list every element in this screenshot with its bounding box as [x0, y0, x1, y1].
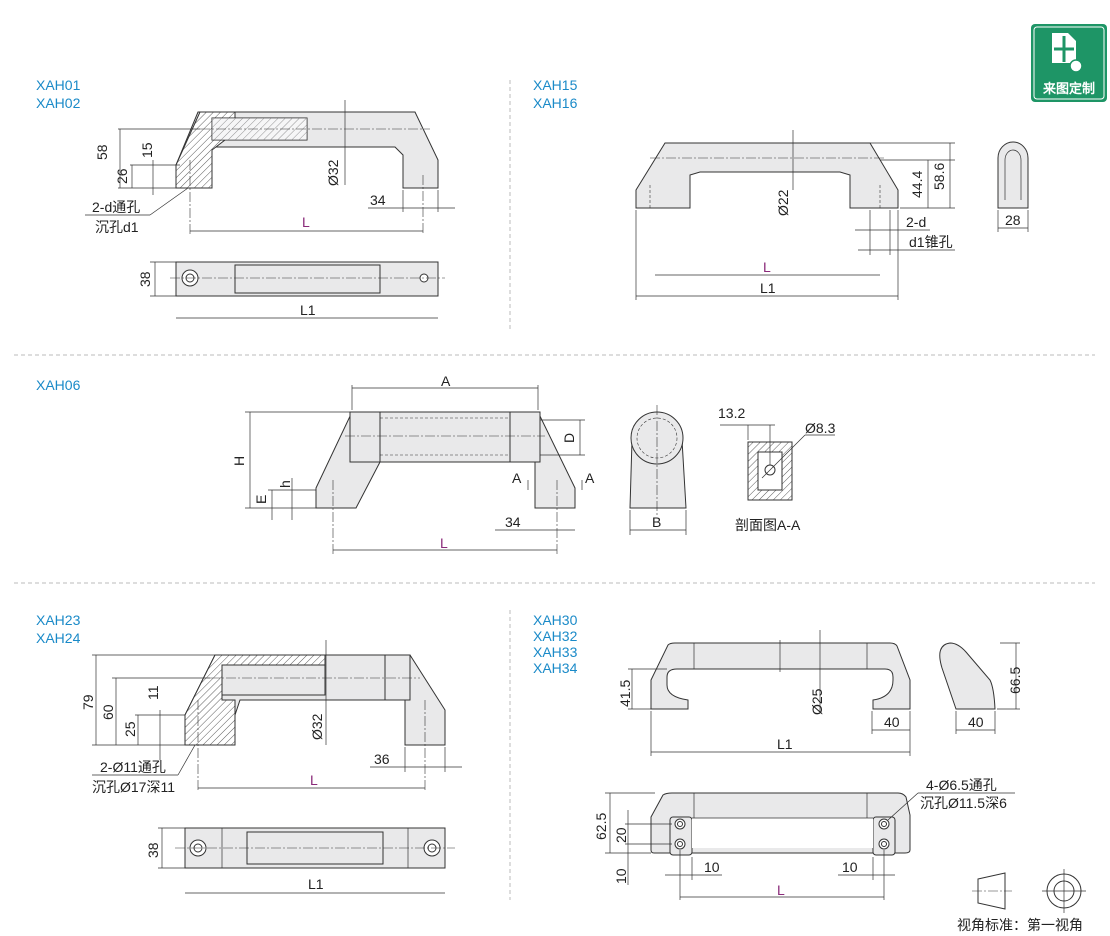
dim-41.5: 41.5 [617, 680, 633, 707]
dim-34: 34 [505, 514, 521, 530]
dim-D: D [561, 433, 577, 443]
xah30-end-view [939, 642, 1020, 734]
xah15-side-view [635, 130, 955, 300]
model-label: XAH24 [36, 630, 81, 646]
dim-58.6: 58.6 [931, 163, 947, 190]
section-mark-A: A [512, 470, 522, 486]
dim-66.5: 66.5 [1007, 667, 1023, 694]
dim-38: 38 [145, 842, 161, 858]
dim-44.4: 44.4 [909, 171, 925, 198]
first-angle-projection-icon [972, 869, 1086, 913]
model-label: XAH32 [533, 628, 578, 644]
hole-note: 2-Ø11通孔 [100, 759, 166, 775]
dim-L: L [777, 882, 785, 898]
xah15-end-view [997, 141, 1029, 232]
section-label: 剖面图A-A [735, 517, 801, 533]
dim-A: A [441, 373, 451, 389]
xah23-bottom-view [158, 827, 455, 894]
dim-h: h [277, 480, 293, 488]
taper-hole-note: d1锥孔 [909, 234, 953, 250]
dim-40: 40 [968, 714, 984, 730]
dim-L: L [310, 772, 318, 788]
dim-B: B [652, 514, 661, 530]
dim-62.5: 62.5 [593, 813, 609, 840]
counterbore-note: 沉孔Ø17深11 [92, 779, 175, 795]
projection-label: 视角标准：第一视角 [957, 917, 1083, 933]
section-mark-A: A [585, 470, 595, 486]
hole-note: 2-d [906, 214, 926, 230]
xah30-side-view [628, 630, 911, 756]
dim-79: 79 [80, 694, 96, 710]
dim-26: 26 [114, 168, 130, 184]
model-label: XAH33 [533, 644, 578, 660]
dim-28: 28 [1005, 212, 1021, 228]
hole-note: 4-Ø6.5通孔 [926, 777, 997, 793]
model-label: XAH06 [36, 377, 81, 393]
dim-L: L [302, 214, 310, 230]
model-label: XAH34 [533, 660, 578, 676]
xah06-end-view [629, 405, 687, 535]
dim-10: 10 [704, 859, 720, 875]
counterbore-note: 沉孔Ø11.5深6 [920, 795, 1007, 811]
model-label: XAH01 [36, 77, 81, 93]
dim-36: 36 [374, 751, 390, 767]
model-label: XAH30 [533, 612, 578, 628]
dim-L: L [763, 259, 771, 275]
dim-L1: L1 [760, 280, 776, 296]
dim-25: 25 [122, 721, 138, 737]
dim-40: 40 [884, 714, 900, 730]
dim-13.2: 13.2 [718, 405, 745, 421]
xah06-side-view [245, 385, 585, 555]
model-label: XAH16 [533, 95, 578, 111]
dim-38: 38 [137, 271, 153, 287]
model-label: XAH02 [36, 95, 81, 111]
dim-H: H [231, 456, 247, 466]
hole-note: 2-d通孔 [92, 199, 140, 215]
dim-diameter: Ø32 [325, 159, 341, 186]
dim-11: 11 [145, 685, 161, 700]
dim-E: E [253, 495, 269, 504]
dim-10: 10 [842, 859, 858, 875]
counterbore-note: 沉孔d1 [95, 219, 139, 235]
dim-10: 10 [613, 868, 629, 884]
dim-diameter: Ø25 [809, 688, 825, 715]
dim-60: 60 [100, 704, 116, 720]
dim-34: 34 [370, 192, 386, 208]
custom-drawing-badge[interactable]: 来图定制 [1031, 24, 1107, 102]
dim-L1: L1 [777, 736, 793, 752]
dim-diameter: Ø8.3 [805, 420, 836, 436]
xah01-bottom-view [150, 261, 445, 319]
dim-diameter: Ø22 [775, 189, 791, 216]
section-a-a-view [720, 424, 835, 501]
dim-L1: L1 [308, 876, 324, 892]
model-label: XAH23 [36, 612, 81, 628]
xah01-side-view [85, 100, 455, 235]
xah30-bottom-view [605, 792, 1015, 900]
dim-L: L [440, 535, 448, 551]
dim-L1: L1 [300, 302, 316, 318]
model-label: XAH15 [533, 77, 578, 93]
badge-label: 来图定制 [1042, 81, 1095, 96]
dim-58: 58 [94, 144, 110, 160]
xah23-side-view [92, 640, 462, 790]
dim-20: 20 [613, 827, 629, 843]
dim-15: 15 [139, 142, 155, 158]
dim-diameter: Ø32 [309, 713, 325, 740]
